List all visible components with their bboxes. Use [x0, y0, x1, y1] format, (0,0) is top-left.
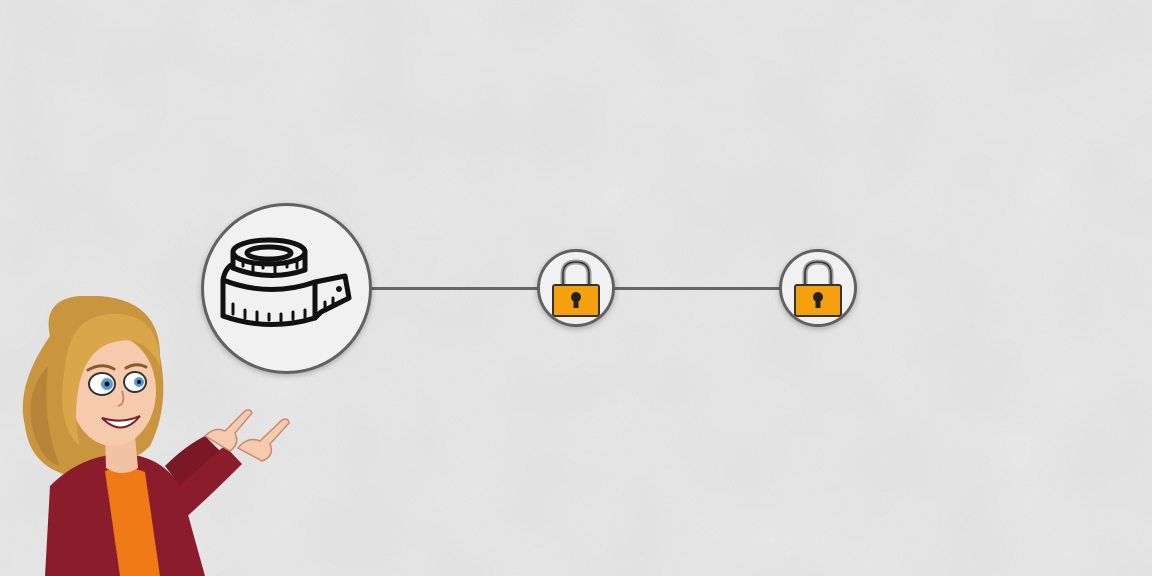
node-locked-2[interactable]	[779, 249, 857, 327]
padlock-icon	[552, 259, 600, 317]
padlock-icon	[794, 259, 842, 317]
connector-line	[372, 287, 538, 290]
measuring-tape-icon	[220, 237, 351, 327]
node-locked-1[interactable]	[537, 249, 615, 327]
cartoon-avatar-pointing-icon	[22, 296, 290, 576]
connector-line	[614, 287, 780, 290]
node-measuring-tape[interactable]	[201, 203, 372, 374]
